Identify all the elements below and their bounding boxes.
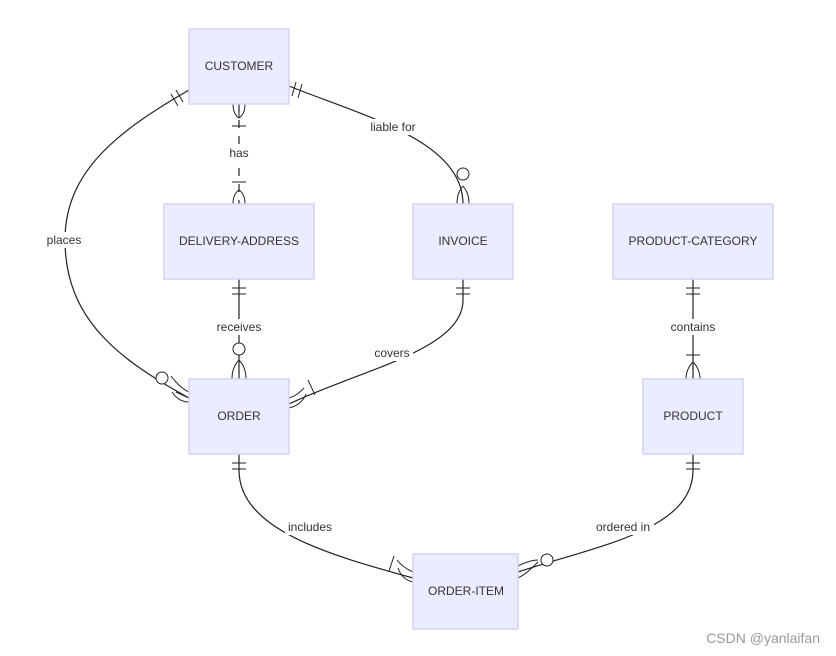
relation-label-covers: covers <box>374 346 409 360</box>
cardinality-one-icon <box>232 287 246 295</box>
entity-label: INVOICE <box>438 234 487 248</box>
relation-label-has: has <box>229 146 248 160</box>
relation-line-covers <box>288 279 464 405</box>
entity-customer[interactable]: CUSTOMER <box>188 28 290 105</box>
entity-label: ORDER <box>217 409 261 423</box>
cardinality-one-many-icon <box>232 181 246 205</box>
entity-invoice[interactable]: INVOICE <box>412 203 514 280</box>
cardinality-one-icon <box>686 287 700 295</box>
entity-product[interactable]: PRODUCT <box>642 378 744 455</box>
cardinality-zero-many-icon <box>231 342 247 380</box>
cardinality-one-icon <box>456 287 470 295</box>
entity-label: PRODUCT-CATEGORY <box>629 234 758 248</box>
entity-delivery-address[interactable]: DELIVERY-ADDRESS <box>163 203 315 280</box>
cardinality-zero-many-icon <box>456 167 470 205</box>
relation-label-liable-for: liable for <box>370 120 415 134</box>
entity-order[interactable]: ORDER <box>188 378 290 455</box>
relation-line-includes <box>238 454 414 579</box>
cardinality-one-many-icon <box>388 555 414 583</box>
relation-line-liable-for <box>288 85 464 205</box>
watermark: CSDN @yanlaifan <box>706 630 820 646</box>
cardinality-one-icon <box>232 462 246 470</box>
cardinality-one-icon <box>170 89 184 107</box>
entity-product-category[interactable]: PRODUCT-CATEGORY <box>612 203 774 280</box>
relation-label-places: places <box>47 233 82 247</box>
relation-label-receives: receives <box>217 320 262 334</box>
relation-label-ordered-in: ordered in <box>596 520 650 534</box>
cardinality-zero-many-icon <box>517 553 554 579</box>
cardinality-one-many-icon <box>685 354 701 380</box>
relation-label-contains: contains <box>671 320 716 334</box>
cardinality-one-many-icon <box>288 379 316 409</box>
cardinality-one-icon <box>686 462 700 470</box>
entity-label: CUSTOMER <box>205 59 274 73</box>
entity-label: ORDER-ITEM <box>428 584 504 598</box>
cardinality-one-many-icon <box>232 103 246 127</box>
entity-label: DELIVERY-ADDRESS <box>179 234 299 248</box>
relation-label-includes: includes <box>288 520 332 534</box>
entity-label: PRODUCT <box>663 409 723 423</box>
cardinality-one-icon <box>291 81 303 99</box>
entity-order-item[interactable]: ORDER-ITEM <box>412 553 519 630</box>
cardinality-zero-many-icon <box>155 371 190 403</box>
